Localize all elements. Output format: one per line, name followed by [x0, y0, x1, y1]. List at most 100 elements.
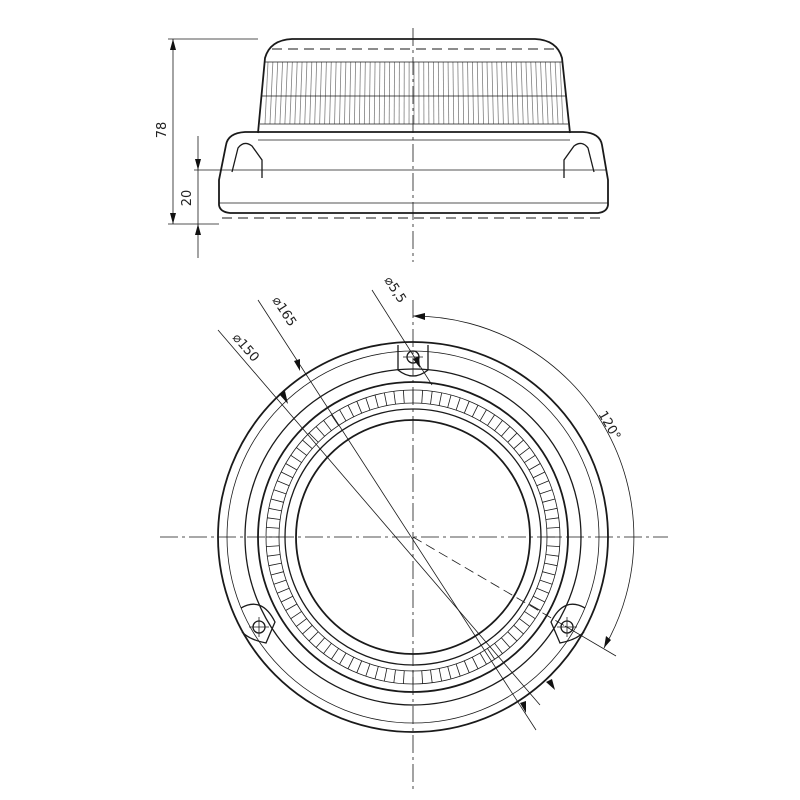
lens-rib [530, 61, 534, 125]
angle-arrow-end [604, 636, 611, 648]
ring-rib [296, 447, 307, 456]
ring-rib [308, 631, 319, 642]
ring-rib [542, 571, 556, 576]
ring-rib [393, 669, 396, 683]
lens-rib [506, 61, 509, 125]
lens-rib [520, 61, 524, 125]
lens-rib [510, 61, 514, 125]
ring-rib [447, 666, 452, 680]
ring-rib [267, 517, 281, 520]
side-lug-right [563, 142, 595, 178]
lens-outer-ring [257, 381, 569, 693]
lens-rib [462, 61, 465, 125]
ring-rib [323, 643, 332, 654]
ring-rib [383, 668, 388, 682]
ring-rib [471, 657, 479, 670]
lens-rib [457, 61, 460, 125]
ring-rib [546, 545, 560, 548]
arrow-20-top [195, 159, 201, 170]
ring-rib [430, 669, 433, 683]
angle-ref-line-a [412, 536, 566, 627]
lens-rib [515, 61, 519, 125]
arrow-78-bottom [170, 213, 176, 224]
ring-rib [455, 397, 461, 411]
lens-rib [472, 61, 474, 125]
ring-rib [421, 670, 424, 684]
lens-rib [486, 61, 489, 125]
lens-inner-ring [284, 408, 542, 666]
dia-hole-arrow [413, 356, 420, 368]
ring-rib [533, 471, 546, 479]
lens-rib [540, 61, 544, 125]
ring-rib [455, 663, 461, 677]
lens-rib [269, 61, 274, 125]
ring-rib [383, 392, 388, 406]
ring-rib [463, 660, 470, 673]
ring-rib [539, 579, 553, 585]
lens-rib [319, 61, 322, 125]
ring-rib [524, 454, 536, 463]
side-view: 78 20 [155, 28, 609, 262]
ring-rib [302, 625, 313, 635]
ring-rib [285, 603, 298, 611]
lens-rib [368, 61, 371, 125]
lens-rib [358, 61, 361, 125]
lens-rib [476, 61, 479, 125]
lens-rib [274, 61, 279, 125]
dim-label-78: 78 [155, 122, 170, 139]
ring-rib [430, 391, 433, 405]
ring-rib [438, 668, 443, 682]
lens-rib [329, 61, 332, 125]
dim-label-dia-hole: ⌀5,5 [381, 274, 409, 306]
ring-rib [280, 595, 293, 603]
dim-label-angle: 120° [595, 409, 624, 444]
lens-ribs [264, 61, 564, 125]
dome-outline [257, 38, 571, 134]
ring-rib [479, 409, 487, 422]
lens-rib [339, 61, 342, 125]
lens-rib [324, 61, 327, 125]
ring-rib [266, 526, 280, 529]
ring-rib [330, 414, 339, 426]
ring-rib [270, 498, 284, 503]
ring-rib [539, 489, 553, 495]
lens-rib [467, 61, 470, 125]
dia-165-leader [257, 299, 537, 731]
ring-rib [347, 404, 355, 417]
lens-rib [289, 61, 293, 125]
ring-rib [471, 404, 479, 417]
ring-rib [501, 426, 511, 437]
ring-rib [273, 579, 287, 585]
dia-165-arrow-end [520, 701, 526, 713]
ring-rib [544, 562, 558, 567]
ring-rib [542, 498, 556, 503]
ring-rib [267, 554, 281, 557]
ring-rib [545, 517, 559, 520]
ring-rib [533, 595, 546, 603]
center-window [295, 419, 531, 655]
ring-rib [330, 648, 339, 660]
ring-rib [315, 637, 325, 648]
lens-rib [279, 61, 283, 125]
ring-rib [266, 545, 280, 548]
lens-rib [452, 61, 455, 125]
ring-rib [277, 587, 290, 594]
ring-rib [365, 397, 371, 411]
top-view: ⌀150 ⌀165 ⌀5,5 120° [160, 274, 668, 790]
ring-rib [494, 643, 503, 654]
angle-arc-120 [412, 315, 635, 649]
dia-hole-leader [371, 289, 433, 386]
ring-rib [536, 587, 549, 594]
ring-rib [519, 447, 530, 456]
dia-150-leader [217, 329, 541, 706]
lens-rib [491, 61, 494, 125]
ring-rib [519, 618, 530, 627]
ring-ribs [266, 390, 560, 684]
ring-rib [524, 611, 536, 620]
lens-rib [378, 61, 381, 125]
lens-rib [525, 61, 529, 125]
lens-rib [545, 61, 549, 125]
angle-ref-line-b [564, 625, 617, 657]
ring-rib [339, 652, 347, 665]
